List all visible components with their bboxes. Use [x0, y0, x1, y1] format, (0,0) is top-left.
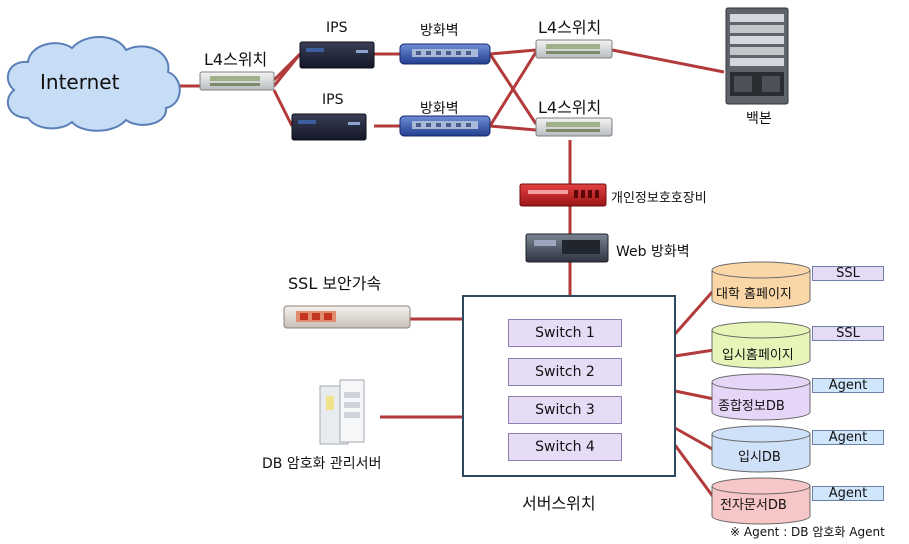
l4-switch-right-bottom-label: L4스위치 [538, 98, 602, 117]
backbone-label: 백본 [746, 111, 772, 127]
backbone-router-icon [725, 7, 789, 105]
db-tag-1: SSL [812, 266, 884, 281]
l4-switch-left-label: L4스위치 [204, 50, 268, 69]
switch-4: Switch 4 [508, 433, 622, 461]
db-crypto-server-icon [319, 379, 365, 445]
ips-bottom-icon [291, 113, 367, 141]
web-firewall-label: Web 방화벽 [616, 244, 690, 260]
web-firewall-icon [525, 233, 609, 263]
ssl-accelerator-icon [283, 305, 411, 329]
db-crypto-server-label: DB 암호화 관리서버 [262, 456, 382, 472]
privacy-device-icon [519, 183, 607, 207]
internet-label: Internet [40, 70, 120, 94]
internet-cloud-icon [6, 35, 181, 132]
db-tag-5: Agent [812, 486, 884, 501]
database-cylinder-1 [711, 261, 811, 309]
l4-switch-left-icon [199, 71, 275, 91]
ips-top-label: IPS [326, 20, 348, 36]
db-tag-2: SSL [812, 326, 884, 341]
switch-1: Switch 1 [508, 319, 622, 347]
l4-switch-right-top-label: L4스위치 [538, 18, 602, 37]
db-label-4: 입시DB [738, 450, 781, 465]
firewall-top-icon [399, 43, 491, 65]
server-switch-label: 서버스위치 [522, 494, 596, 513]
ips-top-icon [299, 41, 375, 69]
database-cylinder-2 [711, 321, 811, 369]
l4-switch-right-top-icon [535, 39, 613, 59]
privacy-device-label: 개인정보호호장비 [611, 191, 707, 206]
switch-2: Switch 2 [508, 358, 622, 386]
footnote: ※ Agent : DB 암호화 Agent [730, 525, 885, 539]
db-tag-4: Agent [812, 430, 884, 445]
db-label-1: 대학 홈페이지 [716, 287, 792, 302]
switch-3: Switch 3 [508, 396, 622, 424]
database-cylinder-5 [711, 477, 811, 525]
db-tag-3: Agent [812, 378, 884, 393]
db-label-2: 입시홈페이지 [722, 348, 794, 363]
firewall-bottom-icon [399, 115, 491, 137]
ssl-accelerator-label: SSL 보안가속 [288, 274, 382, 293]
connection-links [176, 48, 725, 499]
db-label-5: 전자문서DB [720, 498, 787, 513]
firewall-top-label: 방화벽 [420, 23, 459, 39]
db-label-3: 종합정보DB [718, 399, 785, 414]
ips-bottom-label: IPS [322, 92, 344, 108]
l4-switch-right-bottom-icon [535, 117, 613, 137]
database-group [711, 261, 811, 525]
firewall-bottom-label: 방화벽 [420, 101, 459, 117]
database-cylinder-3 [711, 373, 811, 421]
database-cylinder-4 [711, 425, 811, 473]
